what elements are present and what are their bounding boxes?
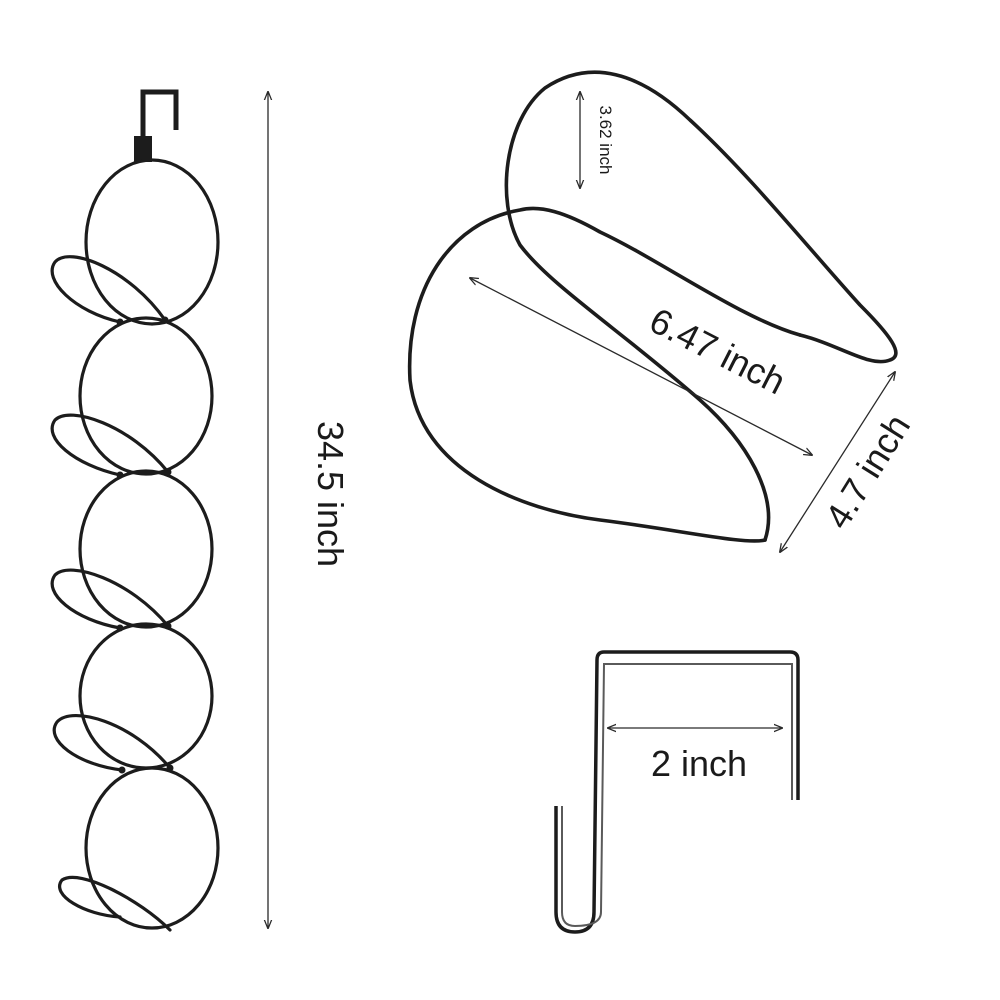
hook-width-label: 2 inch (651, 743, 747, 784)
rack-ring (84, 158, 220, 326)
door-hook-outer (554, 650, 800, 934)
rack-joint (164, 622, 172, 630)
rack-ring (78, 469, 214, 629)
rack-joint (116, 624, 124, 632)
door-hook (554, 650, 800, 934)
rack-side-loop (50, 568, 170, 630)
gap-label: 3.62 inch (596, 106, 615, 175)
rack-joint (116, 471, 124, 479)
rack-joint (116, 318, 124, 326)
rack-ring (78, 316, 214, 476)
loop-back-wire (504, 70, 898, 542)
rack-hook-clip (134, 136, 152, 162)
hanging-rack (50, 89, 220, 932)
rack-side-loop (58, 875, 172, 932)
rack-joint (164, 468, 172, 476)
width-label: 6.47 inch (643, 299, 792, 402)
door-hook-inner (561, 663, 793, 928)
rack-ring (84, 766, 220, 930)
rack-side-loop (52, 714, 172, 772)
rack-side-loop (50, 413, 170, 477)
rack-joint (161, 316, 169, 324)
rack-joint (166, 764, 174, 772)
rack-side-loop (50, 255, 167, 324)
height-label: 34.5 inch (310, 421, 351, 567)
rack-joint (118, 766, 126, 774)
depth-dimension-line (780, 372, 895, 552)
rack-top-hook (140, 89, 179, 160)
loop-front-wire (407, 206, 802, 543)
single-loop (407, 70, 898, 543)
width-dimension-line (470, 278, 812, 455)
